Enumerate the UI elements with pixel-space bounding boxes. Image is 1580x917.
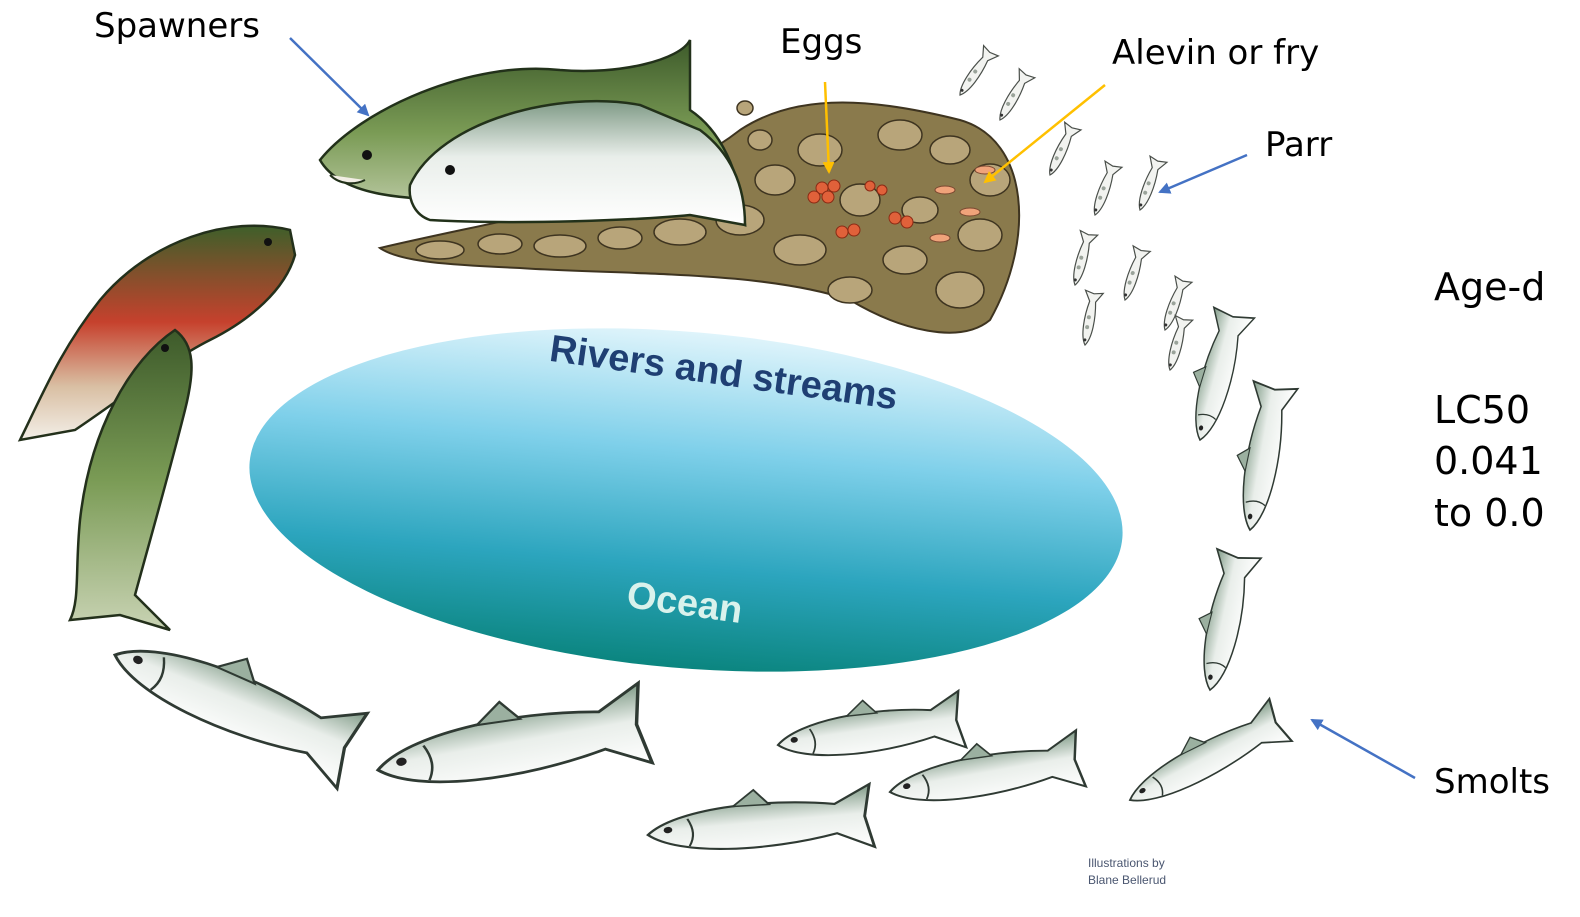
smolts-label: Smolts [1434,762,1550,802]
illustration-credit-line-1: Illustrations by [1088,856,1165,871]
side-text-line-1: Age-d [1434,264,1545,310]
smolt-fish-illustrations [1117,307,1297,822]
side-text-line-4: to 0.0 [1434,490,1545,536]
alevin-or-fry-label: Alevin or fry [1112,33,1319,73]
side-text-line-3: 0.041 [1434,438,1543,484]
illustration-credit-line-2: Blane Bellerud [1088,873,1166,888]
parr-label: Parr [1265,125,1332,165]
side-text-line-2: LC50 [1434,387,1530,433]
migrating-adult-fish-illustration [20,226,295,630]
eggs-label: Eggs [780,22,862,62]
spawners-arrow [290,38,368,115]
parr-arrow [1160,155,1247,192]
alevin-arrow [985,85,1105,182]
spawner-fish-illustration [320,40,745,225]
smolts-arrow [1312,720,1415,778]
spawners-label: Spawners [94,6,260,46]
